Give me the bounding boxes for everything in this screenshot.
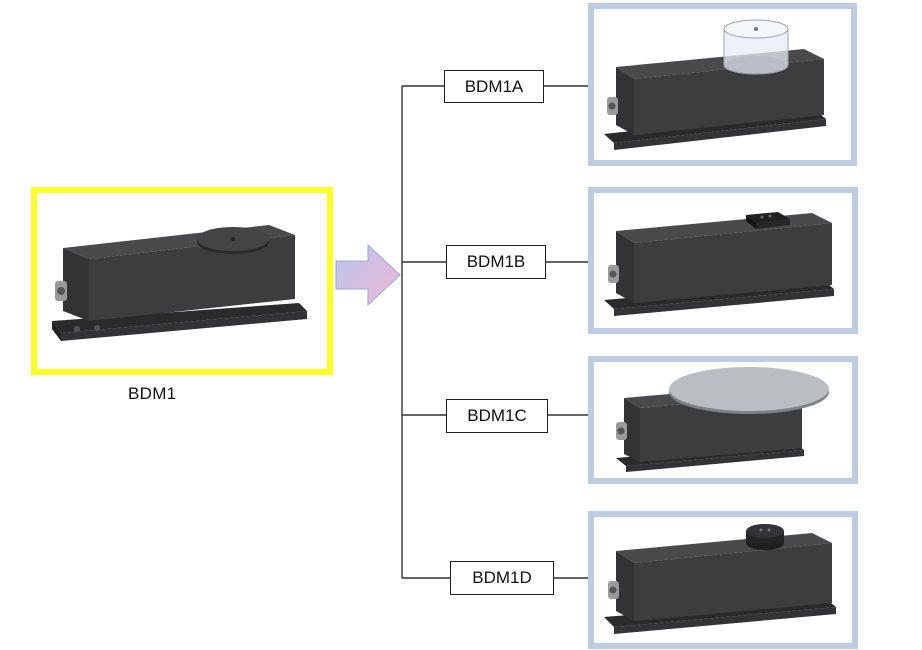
main-device-frame	[31, 187, 333, 375]
variant-label-box-c: BDM1C	[446, 399, 548, 433]
variant-label-box-b: BDM1B	[446, 245, 546, 279]
variant-label-c: BDM1C	[467, 406, 527, 426]
main-device-image	[37, 193, 327, 369]
variant-device-image-c	[594, 362, 852, 478]
main-device-label: BDM1	[128, 384, 176, 404]
variant-label-a: BDM1A	[465, 77, 524, 97]
variant-frame-c	[588, 356, 858, 484]
variant-label-box-d: BDM1D	[450, 561, 554, 595]
variant-label-d: BDM1D	[472, 568, 532, 588]
variant-device-image-a	[594, 9, 851, 160]
variant-label-box-a: BDM1A	[444, 70, 544, 103]
variant-frame-d	[588, 511, 858, 649]
variant-frame-a	[588, 3, 857, 166]
arrow-right-icon	[334, 243, 402, 307]
variant-frame-b	[588, 187, 858, 334]
variant-device-image-d	[594, 517, 852, 643]
variant-label-b: BDM1B	[467, 252, 526, 272]
variant-device-image-b	[594, 193, 852, 328]
